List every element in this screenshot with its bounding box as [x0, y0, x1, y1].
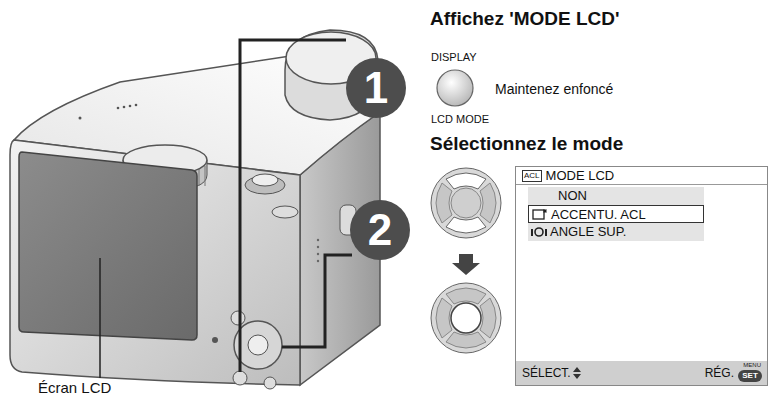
menu-item-icon: [532, 208, 548, 221]
caption-label: Écran LCD: [38, 379, 111, 396]
menu-item: NON: [528, 187, 704, 205]
set-label: SET: [738, 370, 762, 382]
updown-arrow: [573, 367, 581, 379]
callout-number: 2: [350, 200, 410, 260]
menu-icon: ACL: [522, 170, 542, 182]
menu-item: ACCENTU. ACL: [528, 205, 704, 223]
menu-item-text: ANGLE SUP.: [550, 224, 626, 239]
menu-item-text: NON: [558, 188, 587, 203]
footer-text: RÉG.: [705, 366, 734, 380]
caption-label: Maintenez enfoncé: [495, 81, 613, 97]
footer-text: SÉLECT.: [522, 366, 571, 380]
callout-number: 1: [346, 58, 406, 118]
menu-item-text: ACCENTU. ACL: [551, 207, 646, 222]
menu-title: MODE LCD: [546, 168, 615, 183]
set-button-icon: SET: [738, 370, 762, 382]
menu-footer: SÉLECT. SETMENU RÉG.: [516, 361, 767, 385]
menu-item: ANGLE SUP.: [528, 223, 704, 241]
step-heading: Sélectionnez le mode: [430, 133, 623, 155]
callout-number: 2: [368, 208, 392, 252]
menu-rule: [516, 184, 767, 185]
callout-number: 1: [364, 66, 388, 110]
caption-label: DISPLAY: [431, 51, 477, 63]
step-heading: Affichez 'MODE LCD': [430, 8, 620, 30]
menu-screen: NON ACCENTU. ACL ANGLE SUP. ACL MODE LCD SÉLE…: [515, 166, 768, 386]
menu-label: MENU: [743, 362, 761, 369]
caption-label: LCD MODE: [431, 113, 489, 125]
menu-item-icon: [531, 225, 547, 238]
